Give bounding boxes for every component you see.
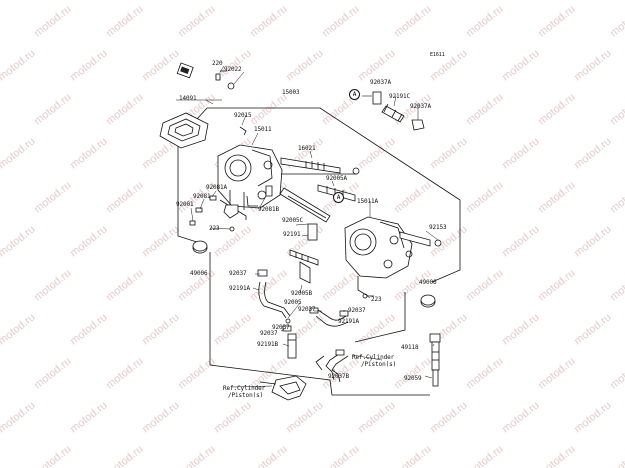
part-label-92059: 92059 [404,375,422,382]
part-label-92015: 92015 [234,112,252,119]
part-label-92037a-top: 92037A [370,79,392,86]
part-label-92153: 92153 [429,224,447,231]
part-label-92081b: 92081B [258,206,280,213]
part-49006-damper-right [420,294,436,308]
part-label-49006-left: 49006 [190,270,208,277]
front-arrow-icon [176,62,194,79]
callout-a-link: A [333,192,344,203]
part-label-92022: 92022 [224,66,242,73]
part-label-92191a-right: 92191A [338,318,360,325]
part-label-92191: 92191 [283,231,301,238]
callout-a-top: A [349,89,360,100]
part-label-92037-e: 92037 [260,330,278,337]
part-label-15011: 15011 [254,126,272,133]
part-49118-tube [429,333,441,387]
part-label-92005: 92005 [284,299,302,306]
part-92191-hose [307,223,318,241]
part-16021-link [280,157,360,175]
part-label-92005a: 92005A [326,175,348,182]
screw-cluster [189,195,258,226]
right-elbow [357,276,374,297]
part-label-92081a: 92081A [206,184,228,191]
leader-lines [190,65,439,388]
part-label-220: 220 [212,60,223,67]
part-label-49006-right: 49006 [419,279,437,286]
part-label-16021: 16021 [298,145,316,152]
part-label-92037-c: 92037 [348,307,366,314]
part-92005b-assembly [289,249,319,284]
part-15011a-carburetor [344,216,442,279]
part-label-92005b: 92005B [291,290,313,297]
part-92081b-spring [265,185,273,197]
diagram-code: E1611 [430,52,445,58]
part-92037a-92191c [372,91,425,131]
part-label-92037b: 92037B [328,373,350,380]
part-14091-element [159,112,209,149]
part-label-15003: 15003 [282,89,300,96]
part-label-92191b: 92191B [257,341,279,348]
part-92022-bolt [215,70,235,90]
part-49006-damper-left [192,240,208,254]
part-label-92005c: 92005C [282,217,304,224]
ref-cylinder-right-line2: /Piston(s) [361,361,397,368]
part-223-elbow-left [223,204,239,232]
ref-cylinder-right-line1: Ref.Cylinder [352,354,395,361]
ref-cylinder-left-piece [259,375,307,401]
part-label-92081: 92081 [193,193,211,200]
part-label-92191a-left: 92191A [229,285,251,292]
part-label-92037a-right: 92037A [410,103,432,110]
left-vent-hose [257,269,291,319]
part-label-223-right: 223 [371,296,382,303]
part-label-49118: 49118 [401,344,419,351]
assembly-frame-right [354,292,406,343]
part-92191b-hose [287,333,297,359]
part-label-223-left: 223 [209,225,220,232]
assembly-frame-bottom [209,252,430,396]
part-label-92037-a: 92037 [229,270,247,277]
part-label-92037-b: 92037 [298,306,316,313]
assembly-frame-line [207,107,461,283]
part-label-92191c: 92191C [389,93,411,100]
part-label-14091: 14091 [179,95,197,102]
part-label-92001: 92001 [176,201,194,208]
ref-cylinder-left-line2: /Piston(s) [228,392,264,399]
part-label-15011a: 15011A [357,198,379,205]
part-label-92037-d: 92037 [272,324,290,331]
ref-cylinder-left-line1: Ref.Cylinder [223,385,266,392]
